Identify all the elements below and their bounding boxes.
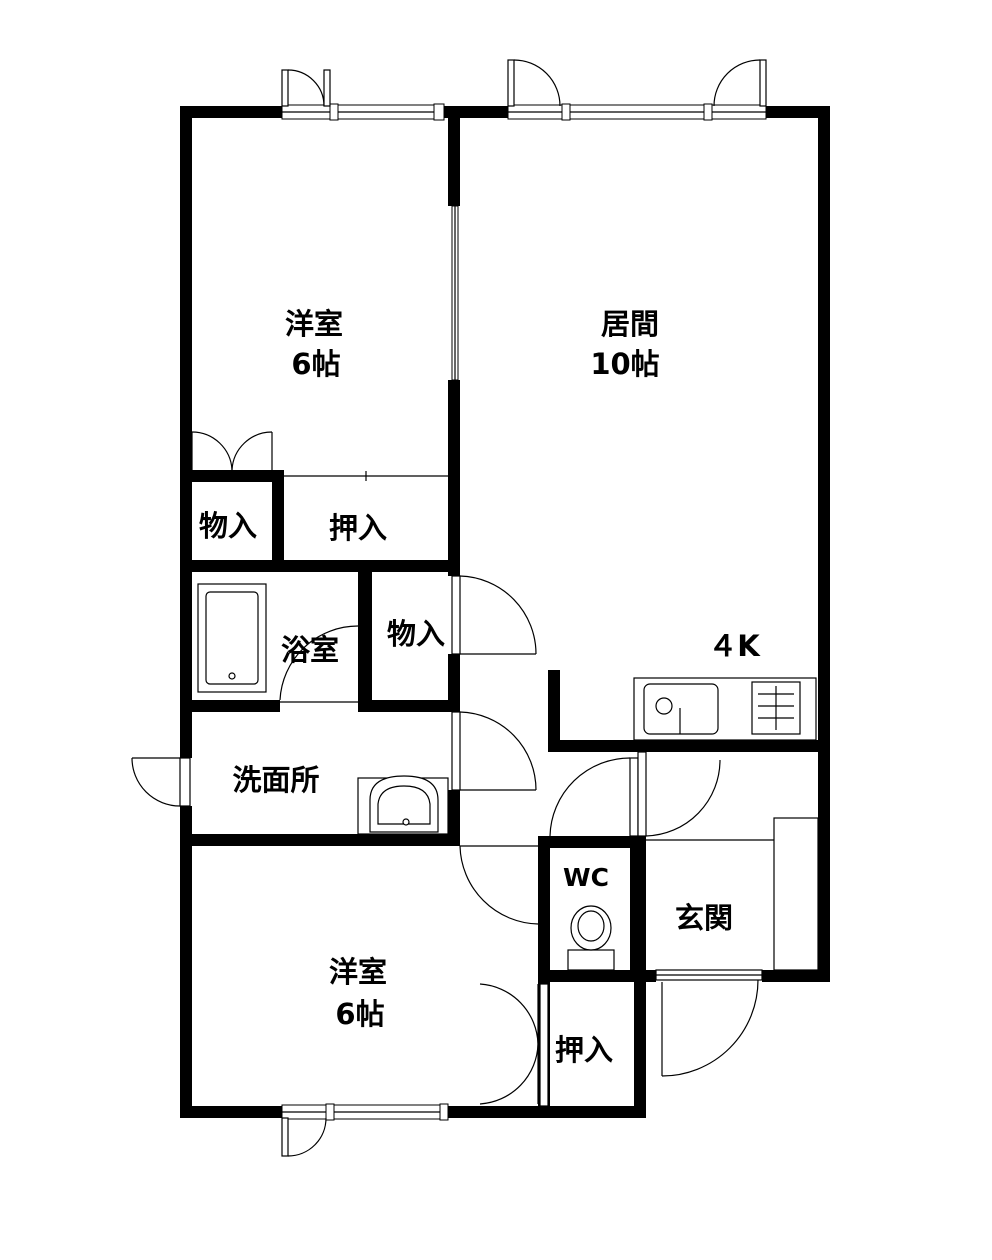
kitchen-counter xyxy=(633,677,817,741)
top-windows xyxy=(281,103,767,121)
washroom-label: 洗面所 xyxy=(232,763,319,797)
kitchen-label: ４K xyxy=(708,629,761,663)
stove-icon xyxy=(751,681,801,735)
toilet-label: WC xyxy=(563,863,609,892)
doors xyxy=(131,59,767,1157)
western-room-1-size: 6帖 xyxy=(291,347,340,381)
walls xyxy=(180,106,830,1118)
bathroom-label: 浴室 xyxy=(281,633,339,667)
living-room-name: 居間 xyxy=(601,307,659,341)
bottom-window xyxy=(281,1103,449,1121)
bathtub-icon xyxy=(197,583,267,693)
washbasin-icon xyxy=(357,775,449,835)
closet-1-label: 押入 xyxy=(329,511,387,545)
storage-1-label: 物入 xyxy=(199,509,257,543)
sink-icon xyxy=(643,683,719,735)
western-room-2-name: 洋室 xyxy=(329,955,387,989)
entrance-step xyxy=(646,817,819,971)
western-room-2-size: 6帖 xyxy=(335,997,384,1031)
entrance-label: 玄関 xyxy=(675,901,733,935)
living-room-size: 10帖 xyxy=(590,347,659,381)
western-room-1-name: 洋室 xyxy=(285,307,343,341)
toilet-icon xyxy=(567,905,615,971)
storage-2-label: 物入 xyxy=(387,617,445,651)
room-labels: 洋室 6帖 居間 10帖 物入 押入 浴室 物入 ４K 洗面所 WC 玄関 洋室… xyxy=(199,307,761,1067)
closet-2-label: 押入 xyxy=(555,1033,613,1067)
